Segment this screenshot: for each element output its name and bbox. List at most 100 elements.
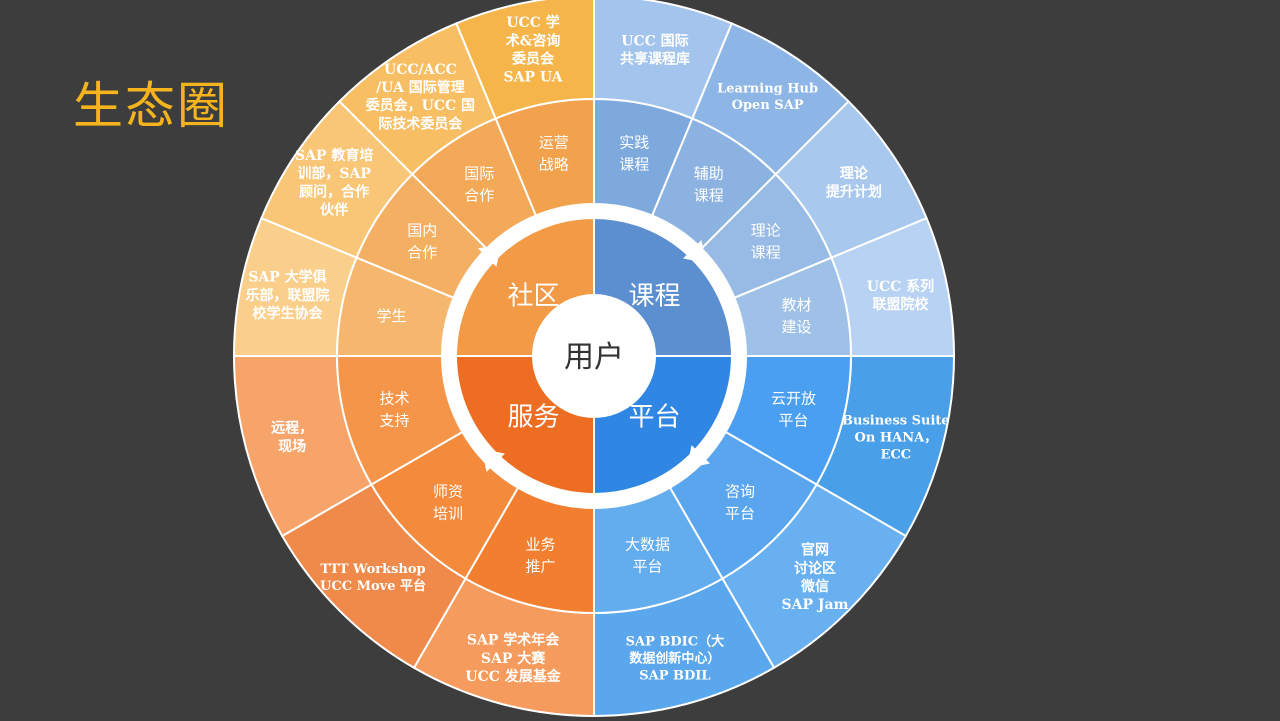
outer-label-line: 际技术委员会 bbox=[378, 115, 463, 132]
outer-label-line: SAP 大赛 bbox=[481, 650, 546, 667]
outer-label-line: 数据创新中心） bbox=[629, 650, 720, 666]
outer-label-line: 远程， bbox=[271, 421, 313, 437]
middle-label-line: 教材 bbox=[782, 296, 812, 314]
middle-label-line: 辅助 bbox=[694, 165, 724, 183]
outer-label-line: SAP Jam bbox=[782, 597, 849, 613]
outer-label-line: UCC 国际 bbox=[621, 33, 688, 49]
page-title: 生态圈 bbox=[73, 77, 229, 135]
outer-label: UCC 系列联盟院校 bbox=[867, 278, 934, 313]
outer-label-line: 训部，SAP bbox=[297, 165, 371, 182]
outer-label-line: 术&咨询 bbox=[506, 32, 561, 49]
core-label: 平台 bbox=[628, 403, 680, 433]
outer-label: 理论提升计划 bbox=[826, 165, 882, 200]
middle-label-line: 推广 bbox=[526, 558, 556, 576]
middle-label-line: 理论 bbox=[751, 222, 781, 240]
ring-arrow-icon bbox=[686, 445, 710, 469]
outer-label-line: UCC/ACC bbox=[384, 62, 457, 78]
middle-label-line: 平台 bbox=[778, 412, 808, 430]
middle-label: 国际合作 bbox=[464, 165, 494, 205]
ring-arrow-icon bbox=[478, 243, 502, 267]
outer-label-line: UCC 发展基金 bbox=[465, 668, 561, 685]
outer-label-line: Open SAP bbox=[732, 98, 804, 113]
outer-label-line: TTT Workshop bbox=[320, 562, 425, 577]
middle-label: 实践课程 bbox=[619, 134, 649, 174]
middle-label-line: 大数据 bbox=[625, 536, 670, 554]
outer-label-line: SAP BDIL bbox=[639, 668, 710, 683]
outer-label-line: UCC 系列 bbox=[867, 278, 934, 295]
outer-label-line: 委员会，UCC 国 bbox=[365, 97, 475, 114]
middle-label-line: 实践 bbox=[619, 134, 649, 152]
middle-label-line: 学生 bbox=[376, 307, 406, 325]
outer-label: 远程， 现场 bbox=[271, 421, 313, 455]
middle-label-line: 课程 bbox=[619, 156, 649, 174]
middle-label: 教材建设 bbox=[782, 296, 812, 336]
middle-label-line: 运营 bbox=[539, 134, 569, 152]
outer-label-line: 校学生协会 bbox=[253, 305, 324, 322]
outer-label-line: 微信 bbox=[800, 578, 829, 595]
middle-label: 业务推广 bbox=[526, 536, 556, 576]
outer-label-line: SAP UA bbox=[504, 70, 564, 86]
outer-label-line: Business Suite bbox=[842, 414, 950, 429]
middle-label-line: 师资 bbox=[433, 482, 463, 500]
outer-label-line: 讨论区 bbox=[794, 560, 836, 577]
outer-label: UCC/ACC/UA 国际管理委员会，UCC 国际技术委员会 bbox=[365, 62, 475, 133]
outer-label-line: UCC 学 bbox=[506, 14, 559, 31]
outer-label: SAP BDIC（大数据创新中心）SAP BDIL bbox=[626, 634, 724, 684]
outer-label-line: 伙伴 bbox=[320, 202, 348, 219]
middle-label-line: 建设 bbox=[782, 318, 812, 336]
outer-label-line: 顾问，合作 bbox=[299, 183, 369, 200]
middle-label-line: 合作 bbox=[407, 244, 437, 262]
middle-label: 国内合作 bbox=[407, 222, 437, 262]
outer-label-line: On HANA， bbox=[855, 430, 938, 445]
core-label: 课程 bbox=[628, 281, 680, 311]
outer-label-line: 委员会 bbox=[511, 51, 555, 68]
middle-label: 云开放平台 bbox=[771, 390, 816, 430]
outer-label-line: SAP 教育培 bbox=[295, 147, 373, 164]
core-label: 社区 bbox=[507, 281, 559, 311]
outer-label-line: UCC Move 平台 bbox=[320, 578, 426, 594]
middle-label: 学生 bbox=[376, 307, 406, 325]
outer-label: UCC 国际共享课程库 bbox=[620, 33, 690, 67]
outer-label: SAP 大学俱乐部，联盟院校学生协会 bbox=[246, 269, 330, 322]
middle-label-line: 平台 bbox=[632, 558, 662, 576]
middle-label: 技术支持 bbox=[380, 390, 410, 430]
middle-label-line: 课程 bbox=[694, 187, 724, 205]
ring-arrow-icon bbox=[683, 240, 707, 264]
middle-label-line: 咨询 bbox=[725, 482, 755, 500]
outer-label-line: SAP 大学俱 bbox=[248, 269, 326, 286]
outer-label-line: 共享课程库 bbox=[620, 51, 690, 68]
middle-label: 大数据平台 bbox=[625, 536, 670, 576]
middle-label: 咨询平台 bbox=[725, 482, 755, 522]
middle-label-line: 技术 bbox=[380, 390, 410, 408]
middle-label-line: 战略 bbox=[539, 156, 569, 174]
outer-label-line: 现场 bbox=[278, 439, 306, 455]
outer-label-line: ECC bbox=[881, 447, 912, 462]
middle-label: 运营战略 bbox=[539, 134, 569, 174]
outer-label-line: 乐部，联盟院 bbox=[246, 287, 330, 304]
center-label: 用户 bbox=[564, 340, 624, 375]
middle-label-line: 云开放 bbox=[771, 390, 816, 408]
outer-label-line: /UA 国际管理 bbox=[376, 79, 465, 96]
middle-label-line: 支持 bbox=[380, 412, 410, 430]
outer-label-line: SAP 学术年会 bbox=[467, 632, 560, 649]
core-label: 服务 bbox=[507, 403, 559, 433]
middle-label-line: 合作 bbox=[464, 187, 494, 205]
middle-label: 辅助课程 bbox=[694, 165, 724, 205]
outer-label-line: 官网 bbox=[801, 542, 829, 559]
middle-label-line: 课程 bbox=[751, 244, 781, 262]
ring-arrow-icon bbox=[481, 448, 505, 472]
middle-label-line: 培训 bbox=[433, 504, 463, 522]
middle-label-line: 国内 bbox=[407, 222, 437, 240]
outer-label-line: 提升计划 bbox=[826, 183, 882, 200]
middle-label-line: 平台 bbox=[725, 504, 755, 522]
outer-label-line: Learning Hub bbox=[717, 81, 818, 96]
outer-label: 官网讨论区微信 SAP Jam bbox=[782, 542, 849, 614]
middle-label: 理论课程 bbox=[751, 222, 781, 262]
middle-label-line: 业务 bbox=[526, 536, 556, 554]
